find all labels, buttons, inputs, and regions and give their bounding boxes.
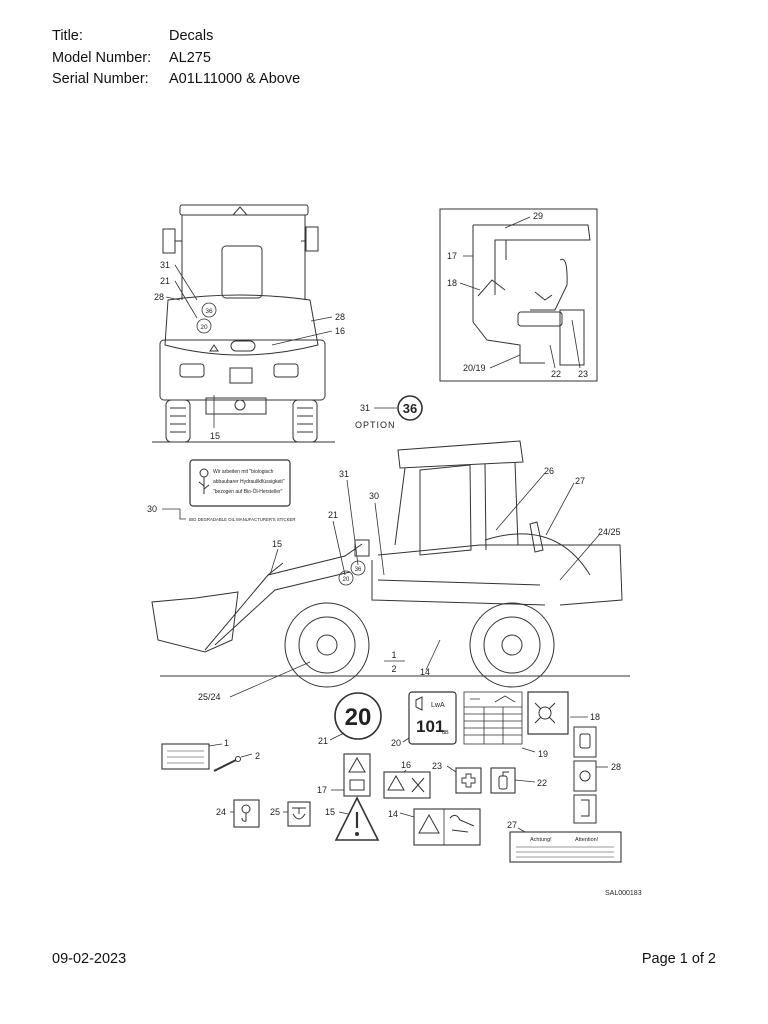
attention-text-decal [509,827,622,863]
catalog-callout-24: 24 [216,807,226,817]
bio-caption: BIO DEGRADABLE OIL MANUFACTURER'S STICKE… [189,517,295,522]
warning-triangle-decal [334,796,380,841]
catalog-callout-23: 23 [432,761,442,771]
footer-date: 09-02-2023 [52,951,127,967]
side-callout-25-24: 25/24 [198,692,221,702]
side-callout-24-25: 24/25 [598,527,621,537]
noise-symbol: LwA [431,702,445,709]
bio-line-2: abbaubarer Hydraulikflüssigkeit" [213,479,285,485]
inset-callout-23: 23 [578,369,588,379]
noise-unit: dB [442,730,449,736]
read-manual-decal [331,753,371,797]
fire-extinguisher-decal [490,767,536,794]
speed-limit-decal [329,692,382,741]
attention-right: Attention! [575,837,599,843]
bio-line-1: Wir arbeiten mit "biologisch [213,469,274,475]
catalog-callout-25: 25 [270,807,280,817]
footer-page-number: Page 1 of 2 [641,951,716,967]
catalog-callout-16: 16 [401,760,411,770]
rear-callout-21: 21 [160,276,170,286]
cab-interior-inset [439,208,598,382]
inset-callout-29: 29 [533,211,543,221]
option-badge-36: 36 [403,401,417,416]
side-callout-14: 14 [420,667,430,677]
drawing-reference-code: SAL000183 [605,890,642,897]
option-label: OPTION [355,420,396,430]
controls-decal [527,691,588,735]
catalog-callout-19: 19 [538,749,548,759]
side-callout-27: 27 [575,476,585,486]
noise-value: 101 [416,717,444,736]
hazard-combo-decal [399,808,481,846]
rear-callout-28-left: 28 [154,292,164,302]
load-chart-decal [463,691,536,753]
catalog-callout-20: 20 [391,738,401,748]
inset-callout-18: 18 [447,278,457,288]
option-marker [374,395,423,421]
catalog-callout-15: 15 [325,807,335,817]
callout-30-sticker: 30 [147,504,157,514]
inset-callout-22: 22 [551,369,561,379]
speed-limit-value: 20 [345,704,372,731]
inset-callouts [459,216,581,369]
catalog-callout-27: 27 [507,820,517,830]
rear-view-drawing [152,204,335,443]
side-callout-21: 21 [328,510,338,520]
bio-oil-sticker [162,459,291,520]
ratio-bottom: 2 [391,664,396,674]
model-number-value: AL275 [169,49,211,66]
catalog-callout-17: 17 [317,785,327,795]
catalog-callout-18: 18 [590,712,600,722]
rear-mini-20: 20 [200,324,208,331]
id-plate-decal [161,743,253,772]
catalog-callout-14: 14 [388,809,398,819]
rear-callout-15: 15 [210,431,220,441]
side-callout-26: 26 [544,466,554,476]
rear-view-callouts [165,264,333,428]
side-mini-36: 36 [355,567,362,573]
side-callout-31: 31 [339,469,349,479]
title-label: Title: [52,28,83,44]
serial-number-label: Serial Number: [52,71,149,87]
side-callout-15: 15 [272,539,282,549]
serial-number-value: A01L11000 & Above [169,71,301,87]
ratio-top: 1 [391,650,396,660]
catalog-callout-1: 1 [224,738,229,748]
bio-line-3: "bezogen auf Bio-Öl-Hersteller" [213,488,283,495]
crush-hazard-decal [383,769,431,799]
document-header: Title: Decals Model Number: AL275 Serial… [52,26,300,91]
inset-callout-20-19: 20/19 [463,363,486,373]
title-value: Decals [169,28,214,44]
header-row-model: Model Number: AL275 [52,48,300,70]
inset-callout-17: 17 [447,251,457,261]
option-callout-31: 31 [360,403,370,413]
model-number-label: Model Number: [52,49,152,66]
side-callout-30: 30 [369,491,379,501]
catalog-callout-2: 2 [255,751,260,761]
rear-callout-31: 31 [160,260,170,270]
attention-left: Achtung! [530,837,552,843]
side-view-callouts [229,472,600,698]
first-aid-decal [446,765,482,794]
noise-level-decal [402,691,457,745]
rear-mini-36: 36 [205,308,213,315]
catalog-callout-22: 22 [537,778,547,788]
catalog-callout-28: 28 [611,762,621,772]
hydraulic-decal-strip [573,726,608,824]
lifting-point-decal [230,799,260,828]
header-row-serial: Serial Number: A01L11000 & Above [52,69,300,91]
side-mini-20: 20 [343,577,350,583]
rear-callout-16: 16 [335,326,345,336]
header-row-title: Title: Decals [52,26,300,48]
tie-down-decal [283,801,311,827]
catalog-callout-21: 21 [318,736,328,746]
rear-callout-28-right: 28 [335,312,345,322]
